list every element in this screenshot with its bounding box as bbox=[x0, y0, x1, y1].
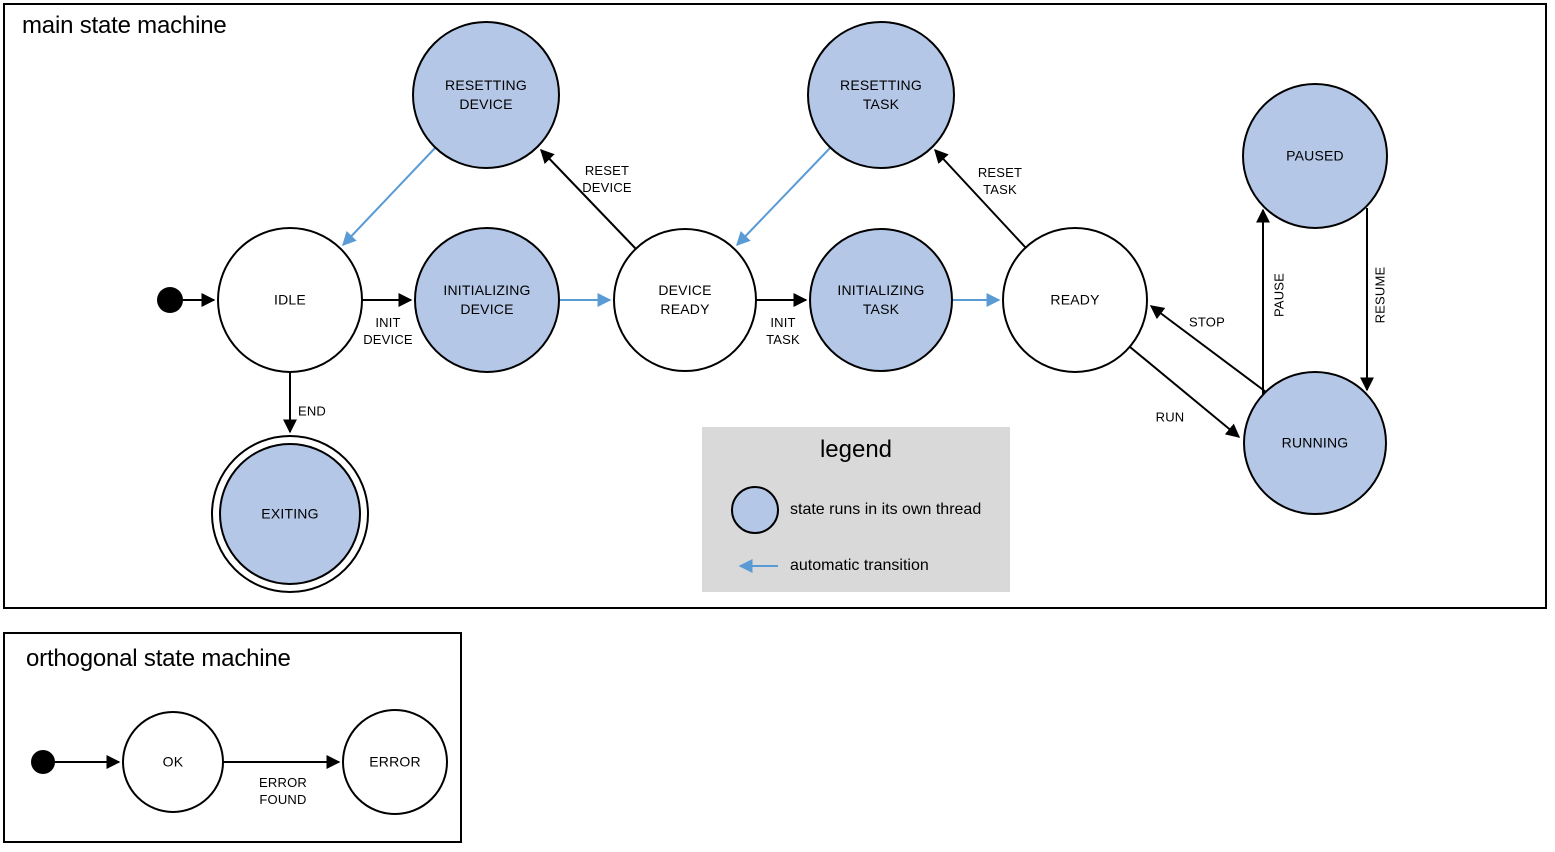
transition-label-init-task: INIT TASK bbox=[766, 315, 800, 347]
transition-label-init-device: INIT DEVICE bbox=[363, 315, 413, 347]
main-machine-title: main state machine bbox=[22, 12, 227, 39]
legend-title: legend bbox=[819, 436, 893, 463]
state-label-paused: PAUSED bbox=[1286, 147, 1344, 164]
transition-label-stop: STOP bbox=[1189, 314, 1225, 330]
state-label-resetting-task: RESETTING TASK bbox=[840, 77, 922, 112]
state-label-device-ready: DEVICE READY bbox=[658, 282, 712, 317]
state-label-resetting-device: RESETTING DEVICE bbox=[445, 77, 527, 112]
transition-label-reset-task: RESET TASK bbox=[977, 165, 1023, 197]
transition-label-run: RUN bbox=[1155, 409, 1185, 425]
transition-label-end: END bbox=[297, 403, 327, 419]
orthogonal-machine-title: orthogonal state machine bbox=[26, 645, 291, 672]
transition-label-pause: PAUSE bbox=[1271, 272, 1287, 318]
state-label-ready: READY bbox=[1050, 291, 1100, 308]
state-label-error: ERROR bbox=[369, 753, 421, 770]
state-label-exiting: EXITING bbox=[261, 505, 319, 522]
orthogonal-state-machine-panel bbox=[3, 632, 462, 843]
legend-auto-transition-label: automatic transition bbox=[790, 557, 929, 574]
main-state-machine-panel bbox=[3, 3, 1547, 609]
legend-thread-state-label: state runs in its own thread bbox=[790, 501, 982, 518]
state-label-ok: OK bbox=[162, 753, 184, 770]
state-label-initializing-device: INITIALIZING DEVICE bbox=[443, 282, 531, 317]
transition-label-resume: RESUME bbox=[1372, 266, 1388, 324]
state-label-running: RUNNING bbox=[1281, 434, 1349, 451]
transition-label-reset-device: RESET DEVICE bbox=[582, 163, 632, 195]
state-label-initializing-task: INITIALIZING TASK bbox=[837, 282, 925, 317]
transition-label-error-found: ERROR FOUND bbox=[259, 775, 307, 807]
state-label-idle: IDLE bbox=[274, 291, 306, 308]
